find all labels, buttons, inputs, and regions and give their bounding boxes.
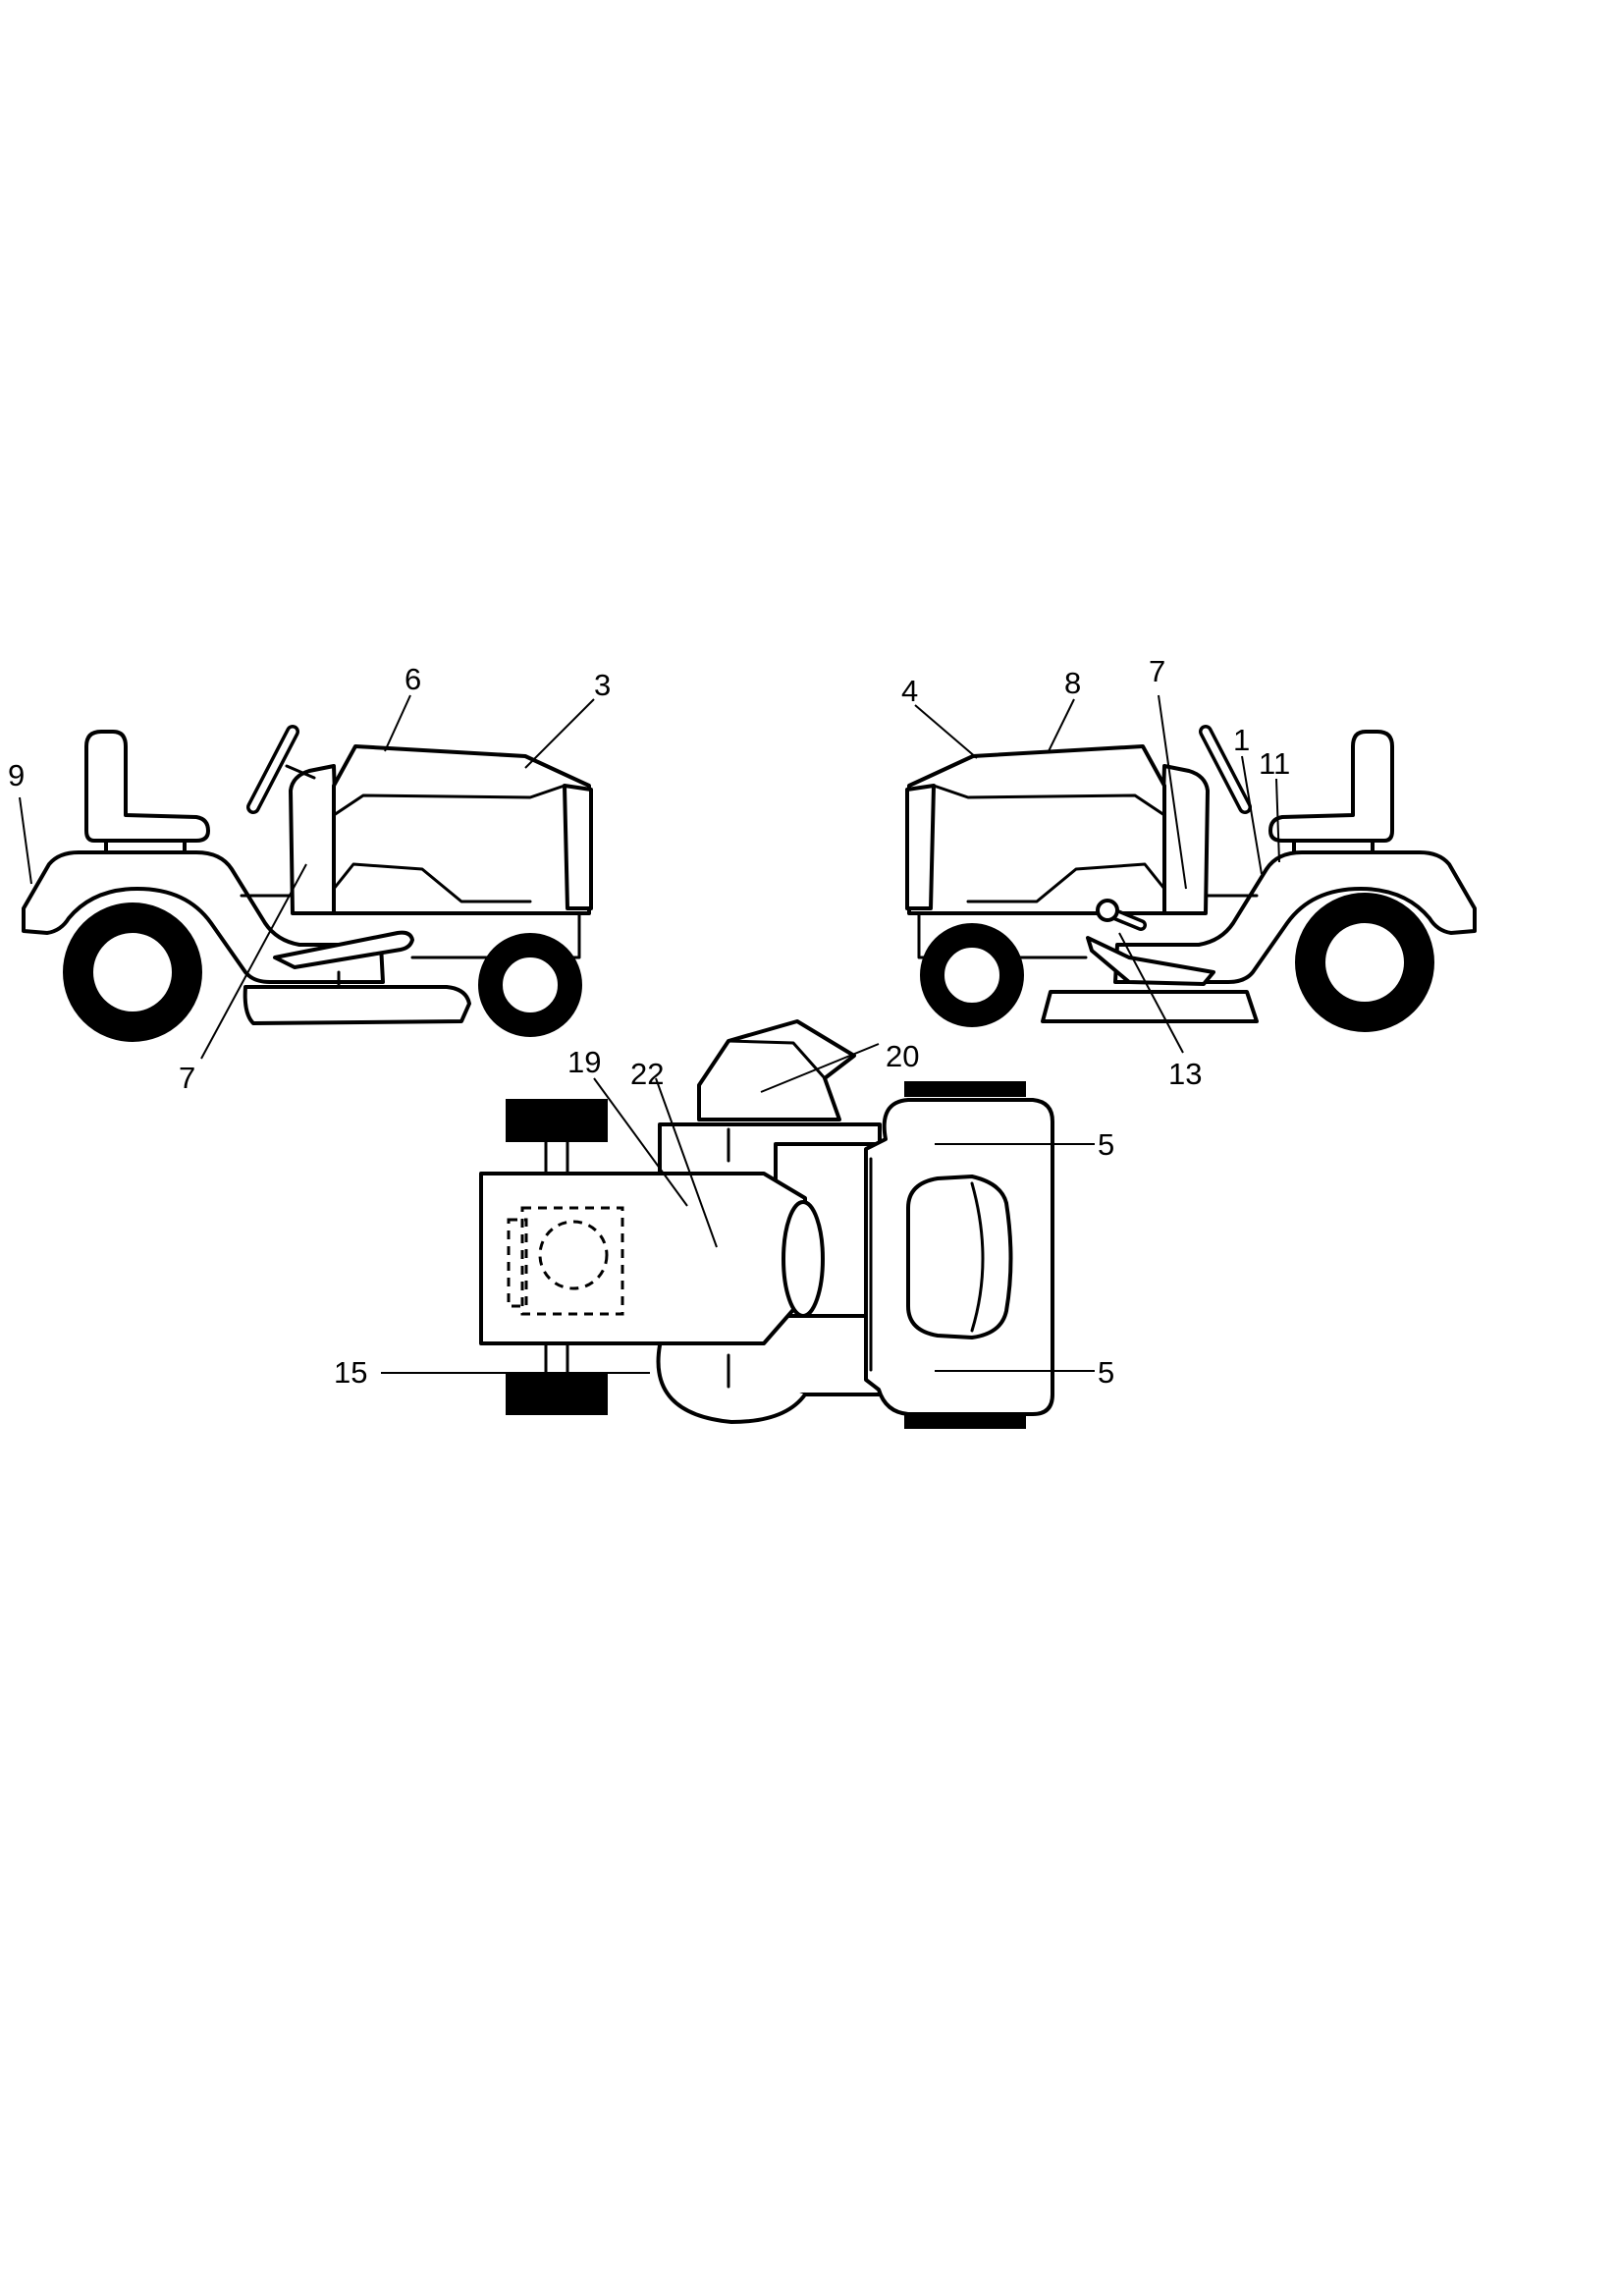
right-rear-fender: [1113, 850, 1477, 984]
right-mower-deck: [1041, 990, 1259, 1023]
callout-top-fender-lower: 5: [1098, 1355, 1114, 1390]
top-seat-outline: [906, 1175, 1013, 1339]
right-hood: [907, 744, 1166, 915]
right-side-view: [905, 725, 1477, 1032]
top-rear-tire-upper: [904, 1081, 1026, 1097]
top-view: [479, 1019, 1054, 1429]
left-grille: [563, 784, 593, 910]
right-lift-knob: [1096, 899, 1119, 922]
left-rear-fender: [22, 850, 385, 984]
callout-right-dash-panel: 7: [1149, 654, 1165, 688]
top-hood: [479, 1172, 807, 1345]
left-dash-panel: [289, 764, 341, 915]
left-seat-back: [84, 730, 210, 843]
right-seat-back: [1268, 730, 1394, 843]
callout-left-dash-panel: 7: [179, 1061, 195, 1095]
callout-top-fender-upper: 5: [1098, 1127, 1114, 1162]
callout-top-axle-side: 15: [334, 1355, 367, 1390]
right-deck-bracket: [1086, 936, 1215, 986]
callout-right-seat-pan-front: 1: [1233, 723, 1250, 757]
callout-top-hood-top: 22: [630, 1057, 664, 1091]
top-front-tire-upper: [506, 1099, 608, 1142]
callout-right-seat-pan-rear: 11: [1259, 746, 1290, 781]
left-mower-deck: [243, 985, 471, 1025]
callout-right-hood-top: 8: [1064, 666, 1081, 700]
right-dash-panel: [1158, 764, 1210, 915]
callout-right-hood-front: 4: [901, 674, 918, 708]
top-headlight: [782, 1200, 825, 1318]
top-engine-outline: [520, 1206, 624, 1316]
callout-labels: 6 3 9 7 4 8 7 1 11 13 19 22 20 5 5 15: [8, 654, 1290, 1390]
callout-left-rear-fender: 9: [8, 758, 25, 793]
callout-top-hood-side: 19: [567, 1045, 601, 1079]
leader-lines: [19, 694, 1280, 1374]
left-side-view: [22, 725, 593, 1042]
callout-right-lift-lever: 13: [1168, 1057, 1202, 1091]
right-grille: [905, 784, 936, 910]
left-hood: [332, 744, 591, 915]
callout-left-hood-front: 3: [594, 668, 611, 702]
callout-top-chute: 20: [886, 1039, 919, 1073]
top-discharge-chute: [697, 1019, 856, 1121]
top-rear-tire-lower: [904, 1413, 1026, 1429]
top-front-tire-lower: [506, 1372, 608, 1415]
callout-left-hood-top: 6: [404, 662, 421, 696]
left-deck-lever: [273, 930, 414, 969]
